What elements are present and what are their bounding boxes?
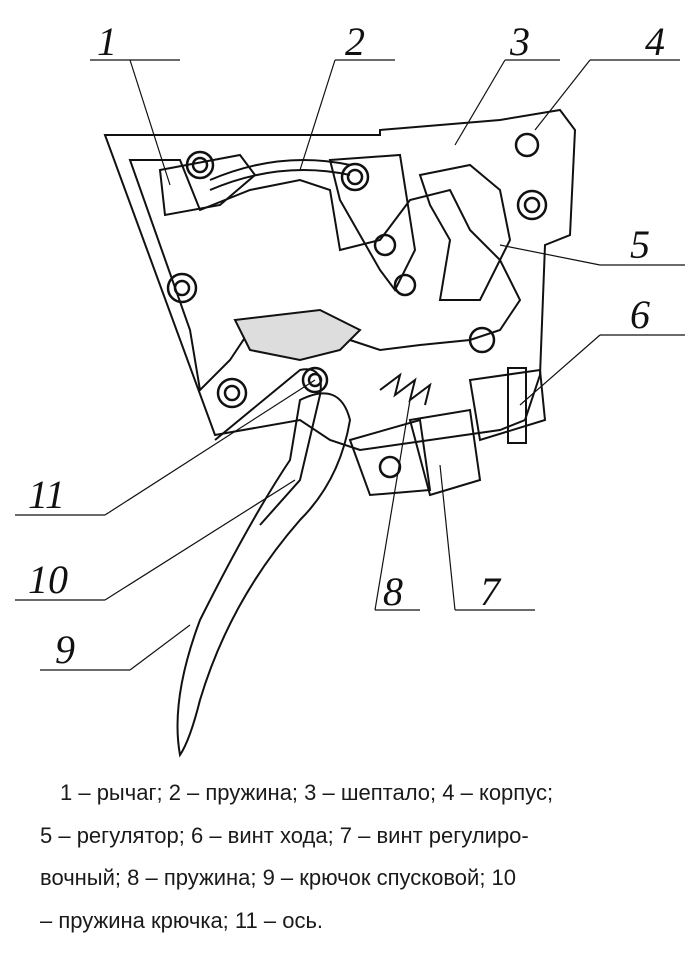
caption-line: 1 – рычаг; 2 – пружина; 3 – шептало; 4 –… — [60, 780, 554, 805]
callout-1: 1 — [97, 19, 117, 64]
caption-line: 5 – регулятор; 6 – винт хода; 7 – винт р… — [40, 822, 529, 848]
trigger-spring-part — [214, 368, 322, 526]
trigger-mechanism-diagram: 1 2 3 4 5 6 7 8 9 10 11 — [15, 19, 685, 758]
spring-part — [209, 159, 351, 181]
callout-3: 3 — [509, 19, 530, 64]
hatched-section — [233, 308, 362, 362]
regulator-part — [418, 163, 512, 301]
caption-line: – пружина крючка; 11 – ось. — [40, 907, 324, 933]
callout-11: 11 — [28, 472, 65, 517]
stroke-screw-part — [468, 368, 547, 442]
adjusting-screw-part — [408, 408, 482, 497]
callout-6: 6 — [630, 292, 650, 337]
callout-9: 9 — [55, 627, 75, 672]
callout-4: 4 — [645, 19, 665, 64]
callout-2: 2 — [345, 19, 365, 64]
spring-part — [379, 372, 432, 406]
callout-8: 8 — [383, 569, 403, 614]
callout-5: 5 — [630, 222, 650, 267]
stroke-screw-part — [507, 367, 527, 444]
caption-line: вочный; 8 – пружина; 9 – крючок спусково… — [40, 865, 517, 890]
lever-part — [158, 153, 257, 217]
callout-10: 10 — [28, 557, 68, 602]
callout-7: 7 — [480, 569, 502, 614]
trigger-part — [176, 392, 352, 758]
figure-caption: 1 – рычаг; 2 – пружина; 3 – шептало; 4 –… — [40, 772, 660, 942]
lower-block — [348, 418, 432, 497]
